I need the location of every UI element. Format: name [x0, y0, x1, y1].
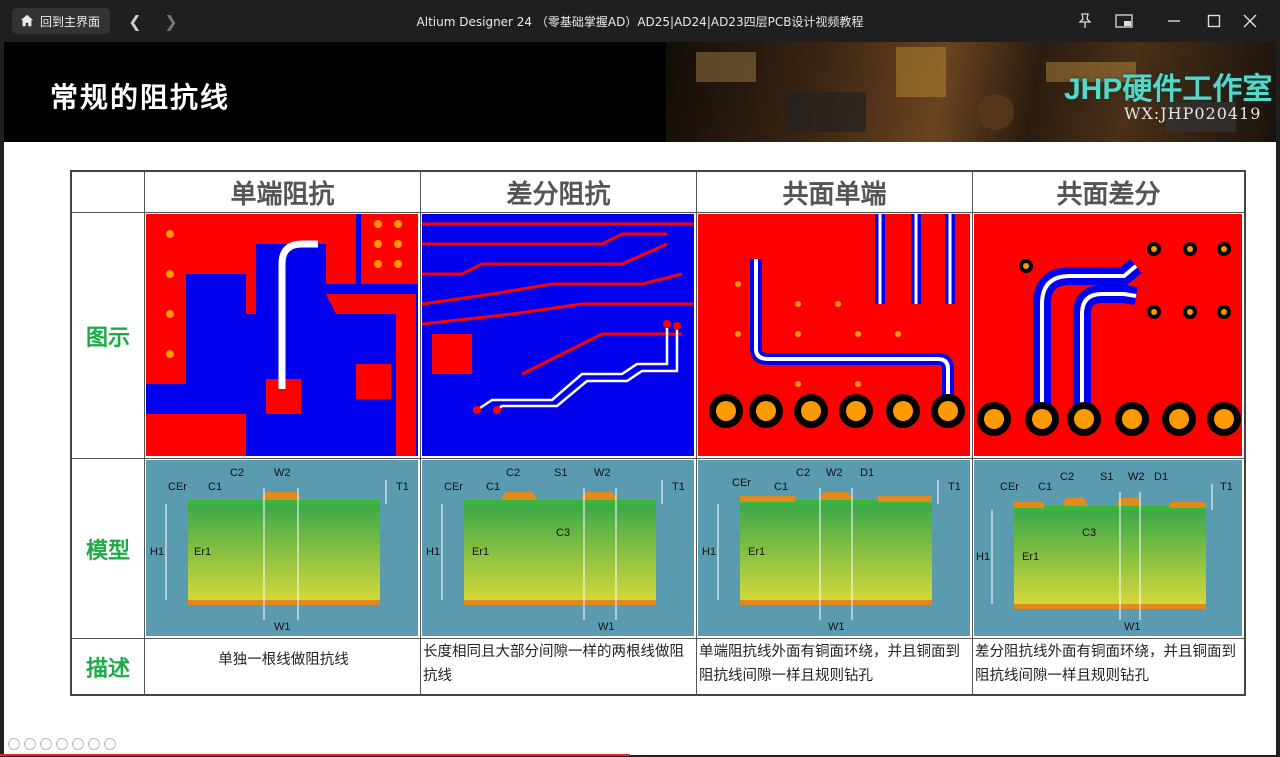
model-label: C2 — [796, 467, 810, 479]
window-title: Altium Designer 24 （零基础掌握AD）AD25|AD24|AD… — [416, 15, 864, 29]
model-label: W2 — [594, 467, 611, 479]
model-label: T1 — [672, 481, 685, 493]
diagram-differential — [422, 214, 694, 456]
model-label: C1 — [1038, 481, 1052, 493]
model-label: CEr — [1000, 481, 1019, 493]
home-button[interactable]: 回到主界面 — [12, 8, 111, 34]
home-button-label: 回到主界面 — [40, 14, 101, 29]
video-slide[interactable]: 常规的阻抗线 JHP硬件工作室 WX:JHP020419 单端阻抗 差分阻抗 共… — [4, 42, 1276, 755]
model-differential: CEr C1 C2 S1 W2 T1 C3 H1 Er1 W1 — [422, 460, 694, 636]
maximize-button[interactable] — [1203, 10, 1225, 32]
close-icon — [1243, 14, 1257, 28]
tool-icon[interactable] — [24, 738, 36, 750]
model-label: W1 — [828, 621, 845, 633]
maximize-icon — [1207, 14, 1221, 28]
row-label-model: 模型 — [85, 538, 130, 564]
model-label: D1 — [860, 467, 874, 479]
slide-banner: 常规的阻抗线 JHP硬件工作室 WX:JHP020419 — [4, 42, 1276, 142]
model-coplanar-single: CEr C1 C2 W2 D1 T1 H1 Er1 W1 — [698, 460, 970, 636]
model-label: W2 — [826, 467, 843, 479]
tool-icon[interactable] — [104, 738, 116, 750]
watermark: JHP硬件工作室 bilibili — [980, 706, 1218, 731]
model-label: S1 — [1100, 471, 1113, 483]
model-label: C2 — [1060, 471, 1074, 483]
tool-icon[interactable] — [72, 738, 84, 750]
model-label: H1 — [976, 551, 990, 563]
description-differential: 长度相同且大部分间隙一样的两根线做阻抗线 — [423, 644, 684, 684]
model-label: W2 — [1128, 471, 1145, 483]
chevron-left-icon: ❮ — [128, 11, 142, 31]
model-label: Er1 — [748, 546, 765, 558]
model-label: H1 — [702, 546, 716, 558]
model-label: H1 — [426, 546, 440, 558]
model-label: W1 — [274, 621, 291, 633]
brand-logo: JHP硬件工作室 — [1064, 73, 1273, 106]
slide-title: 常规的阻抗线 — [50, 81, 231, 114]
model-label: CEr — [732, 477, 751, 489]
tool-icon[interactable] — [8, 738, 20, 750]
model-label: CEr — [444, 481, 463, 493]
description-single-ended: 单独一根线做阻抗线 — [218, 652, 349, 668]
model-label: S1 — [554, 467, 567, 479]
player-tools — [8, 738, 116, 750]
home-icon — [20, 14, 34, 27]
model-label: H1 — [150, 546, 164, 558]
wechat-id: WX:JHP020419 — [1124, 104, 1262, 123]
diagram-coplanar-single — [698, 214, 970, 456]
pcb-photo — [666, 42, 1276, 142]
window-titlebar: 回到主界面 ❮ ❯ Altium Designer 24 （零基础掌握AD）AD… — [0, 0, 1280, 42]
tool-icon[interactable] — [56, 738, 68, 750]
column-header-single-ended: 单端阻抗 — [230, 179, 335, 210]
diagram-single-ended — [146, 214, 418, 456]
close-button[interactable] — [1239, 10, 1261, 32]
model-label: C2 — [230, 467, 244, 479]
model-label: C1 — [208, 481, 222, 493]
row-label-description: 描述 — [85, 656, 130, 682]
minimize-icon — [1168, 20, 1180, 22]
model-label: Er1 — [1022, 551, 1039, 563]
model-label: C3 — [1082, 527, 1096, 539]
pin-icon — [1078, 13, 1092, 28]
model-label: C1 — [774, 481, 788, 493]
chevron-right-icon: ❯ — [164, 11, 178, 31]
model-single-ended: CEr C1 C2 W2 T1 H1 Er1 W1 — [146, 460, 418, 636]
model-label: T1 — [1220, 481, 1233, 493]
model-label: T1 — [396, 481, 409, 493]
forward-button[interactable]: ❯ — [160, 10, 182, 32]
minimize-button[interactable] — [1163, 10, 1185, 32]
model-label: CEr — [168, 481, 187, 493]
model-coplanar-diff: CEr C1 C2 S1 W2 D1 T1 C3 H1 Er1 W1 — [974, 460, 1242, 636]
diagram-coplanar-diff — [974, 214, 1242, 456]
progress-bar[interactable] — [0, 754, 630, 756]
model-label: Er1 — [194, 546, 211, 558]
pin-button[interactable] — [1074, 10, 1096, 32]
column-header-coplanar-single: 共面单端 — [782, 179, 887, 210]
description-coplanar-single: 单端阻抗线外面有铜面环绕，并且铜面到阻抗线间隙一样且规则钻孔 — [699, 644, 960, 684]
column-header-differential: 差分阻抗 — [506, 179, 611, 210]
description-coplanar-diff: 差分阻抗线外面有铜面环绕，并且铜面到阻抗线间隙一样且规则钻孔 — [975, 644, 1236, 684]
model-label: W1 — [1124, 621, 1141, 633]
impedance-table: 单端阻抗 差分阻抗 共面单端 共面差分 图示 模型 描述 — [70, 170, 1246, 696]
tool-icon[interactable] — [88, 738, 100, 750]
model-label: W2 — [274, 467, 291, 479]
model-label: C2 — [506, 467, 520, 479]
model-label: W1 — [598, 621, 615, 633]
row-label-diagram: 图示 — [85, 325, 130, 351]
model-label: Er1 — [472, 546, 489, 558]
tool-icon[interactable] — [40, 738, 52, 750]
model-label: C1 — [486, 481, 500, 493]
picture-in-picture-icon — [1115, 14, 1133, 28]
model-label: C3 — [556, 527, 570, 539]
model-label: D1 — [1154, 471, 1168, 483]
back-button[interactable]: ❮ — [124, 10, 146, 32]
pip-button[interactable] — [1113, 10, 1135, 32]
column-header-coplanar-diff: 共面差分 — [1056, 179, 1161, 210]
model-label: T1 — [948, 481, 961, 493]
